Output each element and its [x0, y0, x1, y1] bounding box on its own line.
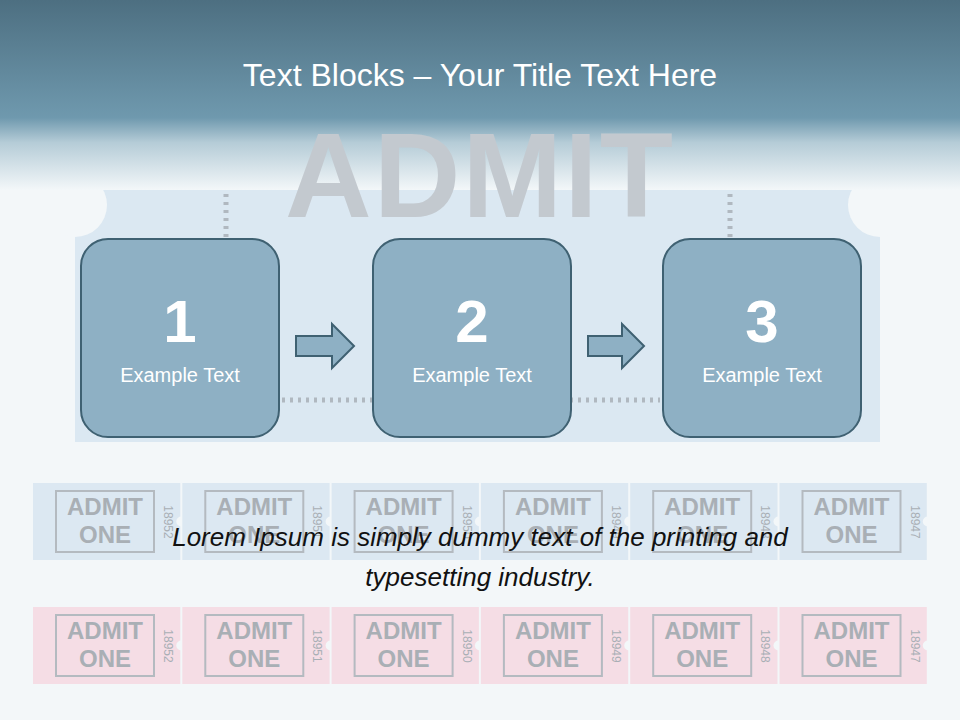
- step-text: Example Text: [110, 363, 250, 387]
- ticket-text: ADMIT ONE: [359, 617, 449, 673]
- block-arrow: [296, 324, 354, 368]
- ticket: [332, 607, 479, 684]
- ticket-frame: [653, 615, 751, 676]
- block-arrow: [588, 324, 644, 368]
- ticket-frame: [56, 615, 154, 676]
- ticket-text: ADMIT ONE: [60, 493, 150, 549]
- process-box: 2Example Text: [372, 238, 572, 438]
- ticket-number: 18948: [758, 629, 772, 662]
- ticket: [182, 607, 329, 684]
- ticket-notch: [923, 641, 933, 651]
- ticket-number: 18951: [310, 629, 324, 662]
- ticket-number: 18949: [609, 629, 623, 662]
- caption: Lorem Ipsum is simply dummy text of the …: [110, 517, 850, 597]
- ticket-text: ADMIT ONE: [60, 617, 150, 673]
- process-box: 1Example Text: [80, 238, 280, 438]
- step-text: Example Text: [402, 363, 542, 387]
- ticket-text: ADMIT ONE: [807, 493, 897, 549]
- ticket-frame: [803, 491, 901, 552]
- step-number: 3: [745, 289, 778, 355]
- ticket: [780, 607, 927, 684]
- watermark: ADMIT: [240, 110, 720, 240]
- ticket-text: ADMIT ONE: [209, 617, 299, 673]
- ticket-frame: [205, 615, 303, 676]
- ticket: [780, 483, 927, 560]
- ticket: [630, 607, 777, 684]
- ticket-frame: [504, 615, 602, 676]
- slide-title: Text Blocks – Your Title Text Here: [0, 52, 960, 98]
- ticket-frame: [56, 491, 154, 552]
- ticket-text: ADMIT ONE: [657, 617, 747, 673]
- ticket-frame: [355, 615, 453, 676]
- step-number: 1: [163, 289, 196, 355]
- ticket: [481, 607, 628, 684]
- ticket-text: ADMIT ONE: [807, 617, 897, 673]
- ticket-number: 18952: [161, 629, 175, 662]
- ticket-notch: [923, 517, 933, 527]
- ticket-number: 18947: [908, 629, 922, 662]
- process-box: 3Example Text: [662, 238, 862, 438]
- ticket: [33, 483, 180, 560]
- ticket-text: ADMIT ONE: [508, 617, 598, 673]
- ticket-frame: [803, 615, 901, 676]
- ticket: [33, 607, 180, 684]
- step-text: Example Text: [692, 363, 832, 387]
- step-number: 2: [455, 289, 488, 355]
- ticket-number: 18947: [908, 505, 922, 538]
- ticket-number: 18950: [460, 629, 474, 662]
